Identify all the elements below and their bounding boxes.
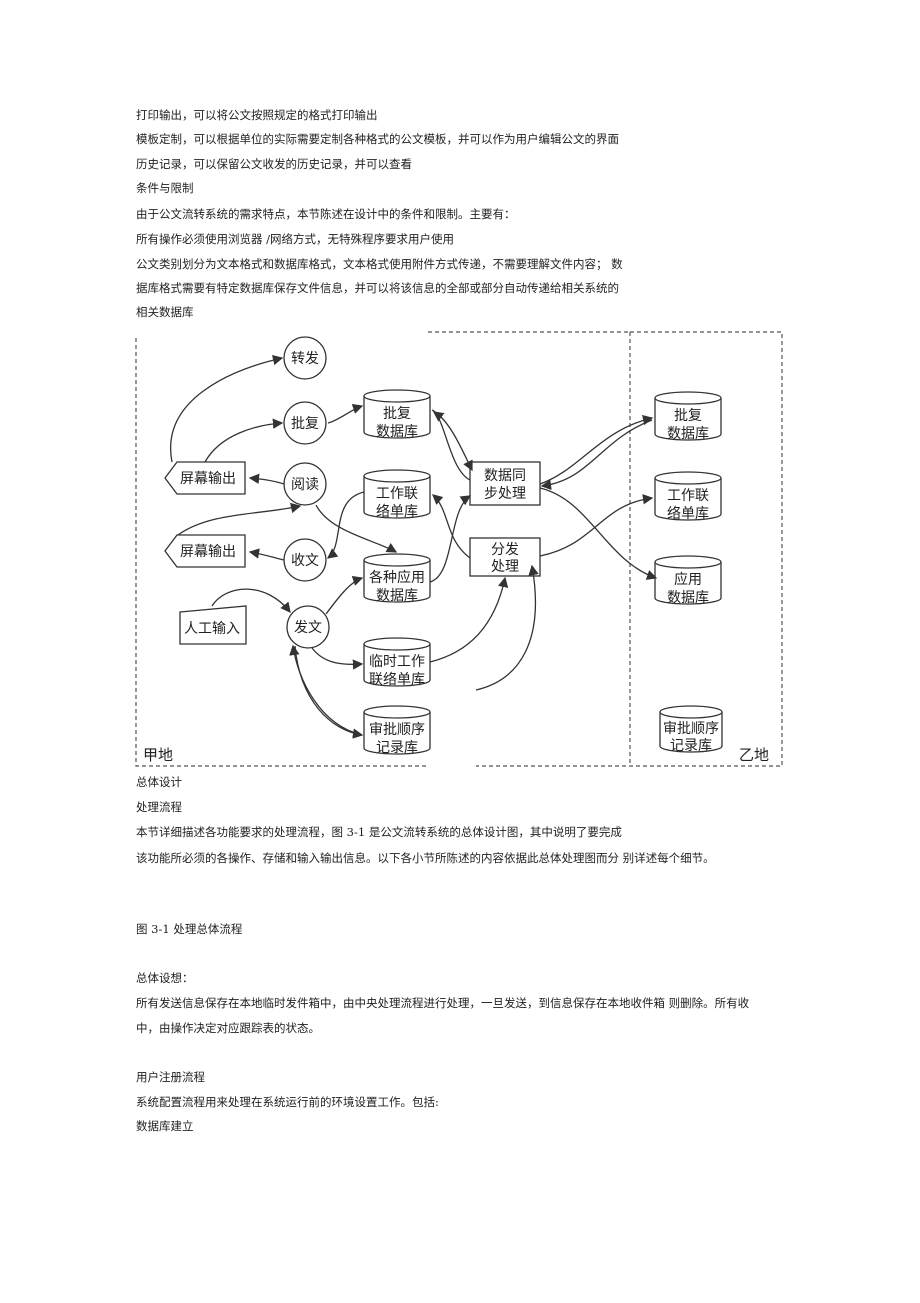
manual-input-label: 人工输入 bbox=[184, 621, 240, 637]
db-label: 数据库 bbox=[667, 426, 709, 442]
area-b-border bbox=[476, 331, 783, 767]
db-label: 批复 bbox=[674, 407, 702, 424]
section-heading: 处理流程 bbox=[136, 800, 182, 814]
db-label: 数据库 bbox=[376, 424, 418, 440]
db-label: 审批顺序 bbox=[369, 722, 425, 738]
text-line: 中，由操作决定对应跟踪表的状态。 bbox=[136, 1021, 320, 1035]
section-heading: 总体设计 bbox=[136, 775, 182, 789]
text-line: 相关数据库 bbox=[136, 305, 194, 319]
screen-output-2-label: 屏幕输出 bbox=[180, 544, 236, 560]
db-label: 工作联 bbox=[667, 488, 709, 504]
section-heading: 总体设想： bbox=[136, 971, 194, 985]
db-apps-a: 各种应用 数据库 bbox=[363, 553, 431, 604]
db-temp-a: 临时工作 联络单库 bbox=[363, 637, 431, 688]
text-line: 由于公文流转系统的需求特点，本节陈述在设计中的条件和限制。主要有： bbox=[136, 207, 516, 221]
sync-label: 数据同 bbox=[484, 468, 526, 484]
screen-output-1-label: 屏幕输出 bbox=[180, 471, 236, 487]
db-reply-b: 批复 数据库 bbox=[654, 391, 722, 442]
text-line: 模板定制，可以根据单位的实际需要定制各种格式的公文模板，并可以作为用户编辑公文的… bbox=[136, 132, 619, 146]
db-label: 数据库 bbox=[376, 588, 418, 604]
text-line: 数据库建立 bbox=[136, 1119, 194, 1133]
db-label: 记录库 bbox=[376, 740, 418, 756]
section-heading: 条件与限制 bbox=[136, 181, 194, 195]
read-circle: 阅读 bbox=[283, 462, 327, 506]
screen-output-1: 屏幕输出 bbox=[164, 461, 246, 495]
db-contact-a: 工作联 络单库 bbox=[363, 469, 431, 520]
dist-label: 分发 bbox=[491, 542, 519, 558]
screen-output-2: 屏幕输出 bbox=[164, 534, 246, 568]
area-a-border bbox=[135, 331, 630, 767]
db-approval-b: 审批顺序 记录库 bbox=[659, 705, 723, 754]
text-line: 所有发送信息保存在本地临时发件箱中，由中央处理流程进行处理，一旦发送，到信息保存… bbox=[136, 996, 750, 1010]
manual-input: 人工输入 bbox=[179, 605, 247, 645]
db-label: 络单库 bbox=[376, 504, 418, 520]
db-label: 各种应用 bbox=[369, 569, 425, 586]
text-line: 打印输出，可以将公文按照规定的格式打印输出 bbox=[136, 108, 378, 122]
figure-caption: 图 3-1 处理总体流程 bbox=[136, 922, 243, 936]
db-label: 临时工作 bbox=[369, 654, 425, 670]
text-line: 公文类别划分为文本格式和数据库格式，文本格式使用附件方式传递，不需要理解文件内容… bbox=[136, 257, 623, 271]
area-b-label: 乙地 bbox=[739, 746, 769, 764]
db-label: 工作联 bbox=[376, 486, 418, 502]
db-label: 应用 bbox=[674, 571, 702, 588]
db-label: 联络单库 bbox=[369, 672, 425, 688]
text-line: 历史记录，可以保留公文收发的历史记录，并可以查看 bbox=[136, 157, 412, 171]
dist-process: 分发 处理 bbox=[469, 537, 541, 577]
send-label: 发文 bbox=[294, 620, 322, 636]
db-reply-a: 批复 数据库 bbox=[363, 389, 431, 440]
flow-arrows bbox=[169, 354, 658, 739]
forward-circle: 转发 bbox=[283, 336, 327, 380]
text-line: 该功能所必须的各操作、存储和输入输出信息。以下各小节所陈述的内容依据此总体处理图… bbox=[136, 851, 715, 865]
area-a-label: 甲地 bbox=[143, 746, 173, 764]
reply-circle: 批复 bbox=[283, 401, 327, 445]
sync-label: 步处理 bbox=[484, 486, 526, 502]
process-flow-diagram: 甲地 乙地 转发 批复 阅读 收文 发文 屏幕输出 屏幕输出 人工输入 批复 数… bbox=[135, 331, 783, 767]
db-approval-a: 审批顺序 记录库 bbox=[363, 705, 431, 756]
text-line: 据库格式需要有特定数据库保存文件信息，并可以将该信息的全部或部分自动传递给相关系… bbox=[136, 281, 619, 295]
db-apps-b: 应用 数据库 bbox=[654, 555, 722, 606]
db-label: 络单库 bbox=[667, 506, 709, 522]
section-heading: 用户注册流程 bbox=[136, 1070, 205, 1084]
forward-label: 转发 bbox=[291, 351, 319, 367]
db-label: 记录库 bbox=[670, 738, 712, 754]
read-label: 阅读 bbox=[291, 476, 319, 493]
text-line: 系统配置流程用来处理在系统运行前的环境设置工作。包括: bbox=[136, 1095, 439, 1109]
db-label: 数据库 bbox=[667, 590, 709, 606]
dist-label: 处理 bbox=[491, 559, 519, 575]
receive-label: 收文 bbox=[291, 553, 319, 569]
reply-label: 批复 bbox=[291, 415, 319, 432]
text-line: 本节详细描述各功能要求的处理流程，图 3-1 是公文流转系统的总体设计图，其中说… bbox=[136, 825, 622, 839]
db-label: 审批顺序 bbox=[663, 721, 719, 737]
receive-circle: 收文 bbox=[283, 538, 327, 582]
send-circle: 发文 bbox=[286, 605, 330, 649]
db-contact-b: 工作联 络单库 bbox=[654, 471, 722, 522]
sync-process: 数据同 步处理 bbox=[469, 461, 541, 506]
text-line: 所有操作必须使用浏览器 /网络方式，无特殊程序要求用户使用 bbox=[136, 232, 455, 246]
db-label: 批复 bbox=[383, 405, 411, 422]
